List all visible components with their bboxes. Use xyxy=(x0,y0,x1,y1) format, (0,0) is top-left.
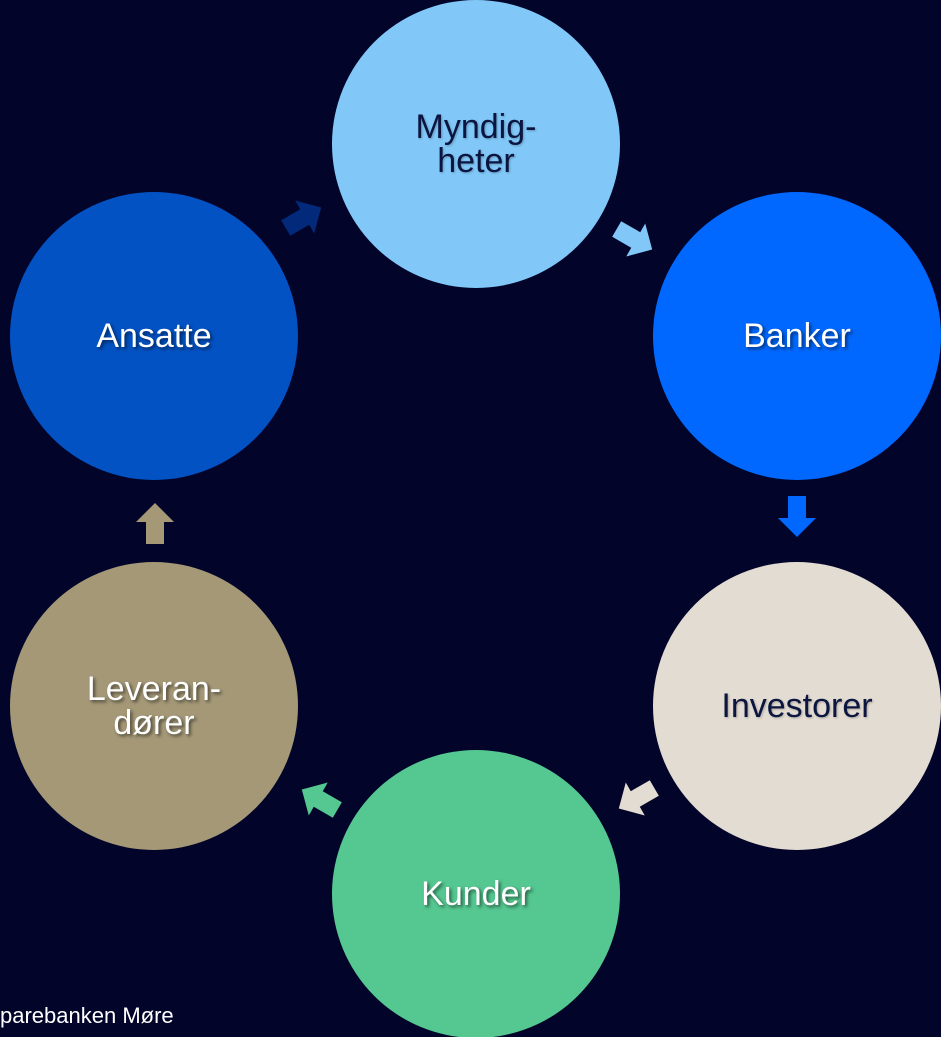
node-label-ansatte: Ansatte xyxy=(96,317,212,355)
brand-footer-text: parebanken Møre xyxy=(0,1003,174,1028)
node-label-leverandorer: Leveran-dører xyxy=(86,670,222,742)
arrow-kunder-to-leverandorer xyxy=(301,782,342,818)
node-investorer: Investorer xyxy=(653,562,941,850)
node-label-myndigheter: Myndig-heter xyxy=(415,108,537,180)
arrow-myndigheter-to-banker xyxy=(612,221,653,257)
node-label-investorer: Investorer xyxy=(721,687,873,725)
arrow-leverandorer-to-ansatte xyxy=(136,503,174,544)
node-banker: Banker xyxy=(653,192,941,480)
node-myndigheter: Myndig-heter xyxy=(332,0,620,288)
node-ansatte: Ansatte xyxy=(10,192,298,480)
node-label-banker: Banker xyxy=(743,317,851,355)
node-leverandorer: Leveran-dører xyxy=(10,562,298,850)
arrow-banker-to-investorer xyxy=(778,496,816,537)
node-kunder: Kunder xyxy=(332,750,620,1037)
node-label-kunder: Kunder xyxy=(421,875,531,913)
arrow-ansatte-to-myndigheter xyxy=(281,200,322,236)
arrow-investorer-to-kunder xyxy=(618,780,659,816)
